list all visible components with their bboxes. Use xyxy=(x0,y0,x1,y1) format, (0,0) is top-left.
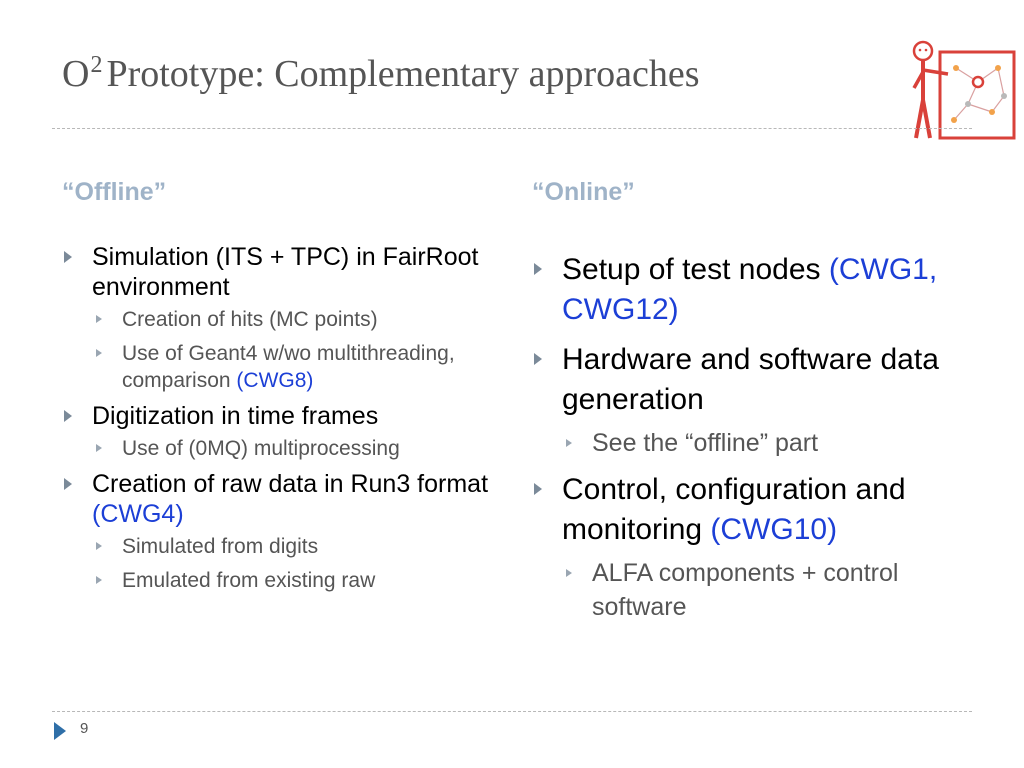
subitem-text: Use of Geant4 w/wo multithreading, compa… xyxy=(122,342,455,392)
bullet-text: Control, configuration and monitoring xyxy=(562,473,906,546)
offline-subitem-list: Simulated from digits Emulated from exis… xyxy=(92,533,502,594)
footer-divider xyxy=(52,711,972,712)
online-subitem-offline-part: See the “offline” part xyxy=(562,426,972,460)
offline-item-simulation: Simulation (ITS + TPC) in FairRoot envir… xyxy=(62,242,502,394)
subitem-text: See the “offline” part xyxy=(592,429,819,457)
cwg-reference: (CWG4) xyxy=(92,500,184,528)
subitem-text: ALFA components + control software xyxy=(592,559,899,621)
offline-heading: “Offline” xyxy=(62,178,167,206)
triangle-bullet-icon xyxy=(96,315,102,323)
online-item-data-generation: Hardware and software data generation Se… xyxy=(532,340,972,460)
online-subitem-alfa: ALFA components + control software xyxy=(562,556,972,624)
triangle-bullet-icon xyxy=(64,410,72,422)
bullet-text: Simulation (ITS + TPC) in FairRoot envir… xyxy=(92,243,479,301)
title-main: O xyxy=(62,53,90,95)
triangle-bullet-icon xyxy=(534,353,542,365)
bullet-text: Digitization in time frames xyxy=(92,402,379,430)
offline-bullet-list: Simulation (ITS + TPC) in FairRoot envir… xyxy=(62,242,502,601)
online-item-control: Control, configuration and monitoring (C… xyxy=(532,470,972,624)
offline-subitem-geant4: Use of Geant4 w/wo multithreading, compa… xyxy=(92,340,502,394)
online-item-test-nodes: Setup of test nodes (CWG1, CWG12) xyxy=(532,250,972,330)
cwg-reference: (CWG10) xyxy=(710,513,838,546)
online-bullet-list: Setup of test nodes (CWG1, CWG12) Hardwa… xyxy=(532,250,972,634)
triangle-bullet-icon xyxy=(96,576,102,584)
bullet-text: Hardware and software data generation xyxy=(562,343,939,416)
offline-subitem-hits: Creation of hits (MC points) xyxy=(92,306,502,333)
page-number: 9 xyxy=(80,720,89,737)
triangle-bullet-icon xyxy=(534,483,542,495)
triangle-bullet-icon xyxy=(96,444,102,452)
title-divider xyxy=(52,128,972,129)
subitem-text: Simulated from digits xyxy=(122,535,319,558)
play-arrow-icon xyxy=(54,722,66,740)
offline-subitem-emulated: Emulated from existing raw xyxy=(92,567,502,594)
subitem-text: Use of (0MQ) multiprocessing xyxy=(122,437,400,460)
bullet-text: Creation of raw data in Run3 format xyxy=(92,470,489,498)
triangle-bullet-icon xyxy=(64,478,72,490)
online-heading: “Online” xyxy=(532,178,635,206)
offline-item-digitization: Digitization in time frames Use of (0MQ)… xyxy=(62,401,502,462)
offline-subitem-list: Creation of hits (MC points) Use of Gean… xyxy=(92,306,502,394)
offline-subitem-multiprocessing: Use of (0MQ) multiprocessing xyxy=(92,435,502,462)
offline-subitem-list: Use of (0MQ) multiprocessing xyxy=(92,435,502,462)
online-subitem-list: ALFA components + control software xyxy=(562,556,972,624)
online-subitem-list: See the “offline” part xyxy=(562,426,972,460)
triangle-bullet-icon xyxy=(566,439,572,447)
offline-subitem-simulated: Simulated from digits xyxy=(92,533,502,560)
subitem-text: Creation of hits (MC points) xyxy=(122,308,378,331)
triangle-bullet-icon xyxy=(566,569,572,577)
title-superscript: 2 xyxy=(90,52,103,78)
title-rest: Prototype: Complementary approaches xyxy=(106,53,700,95)
offline-item-raw-data: Creation of raw data in Run3 format (CWG… xyxy=(62,469,502,594)
cwg-reference: (CWG1, CWG12) xyxy=(562,253,938,326)
triangle-bullet-icon xyxy=(96,542,102,550)
bullet-text: Setup of test nodes xyxy=(562,253,821,286)
cwg-reference: (CWG8) xyxy=(236,369,314,392)
triangle-bullet-icon xyxy=(96,349,102,357)
presenter-network-board-icon xyxy=(912,40,1016,140)
triangle-bullet-icon xyxy=(64,251,72,263)
subitem-text: Emulated from existing raw xyxy=(122,569,376,592)
triangle-bullet-icon xyxy=(534,263,542,275)
